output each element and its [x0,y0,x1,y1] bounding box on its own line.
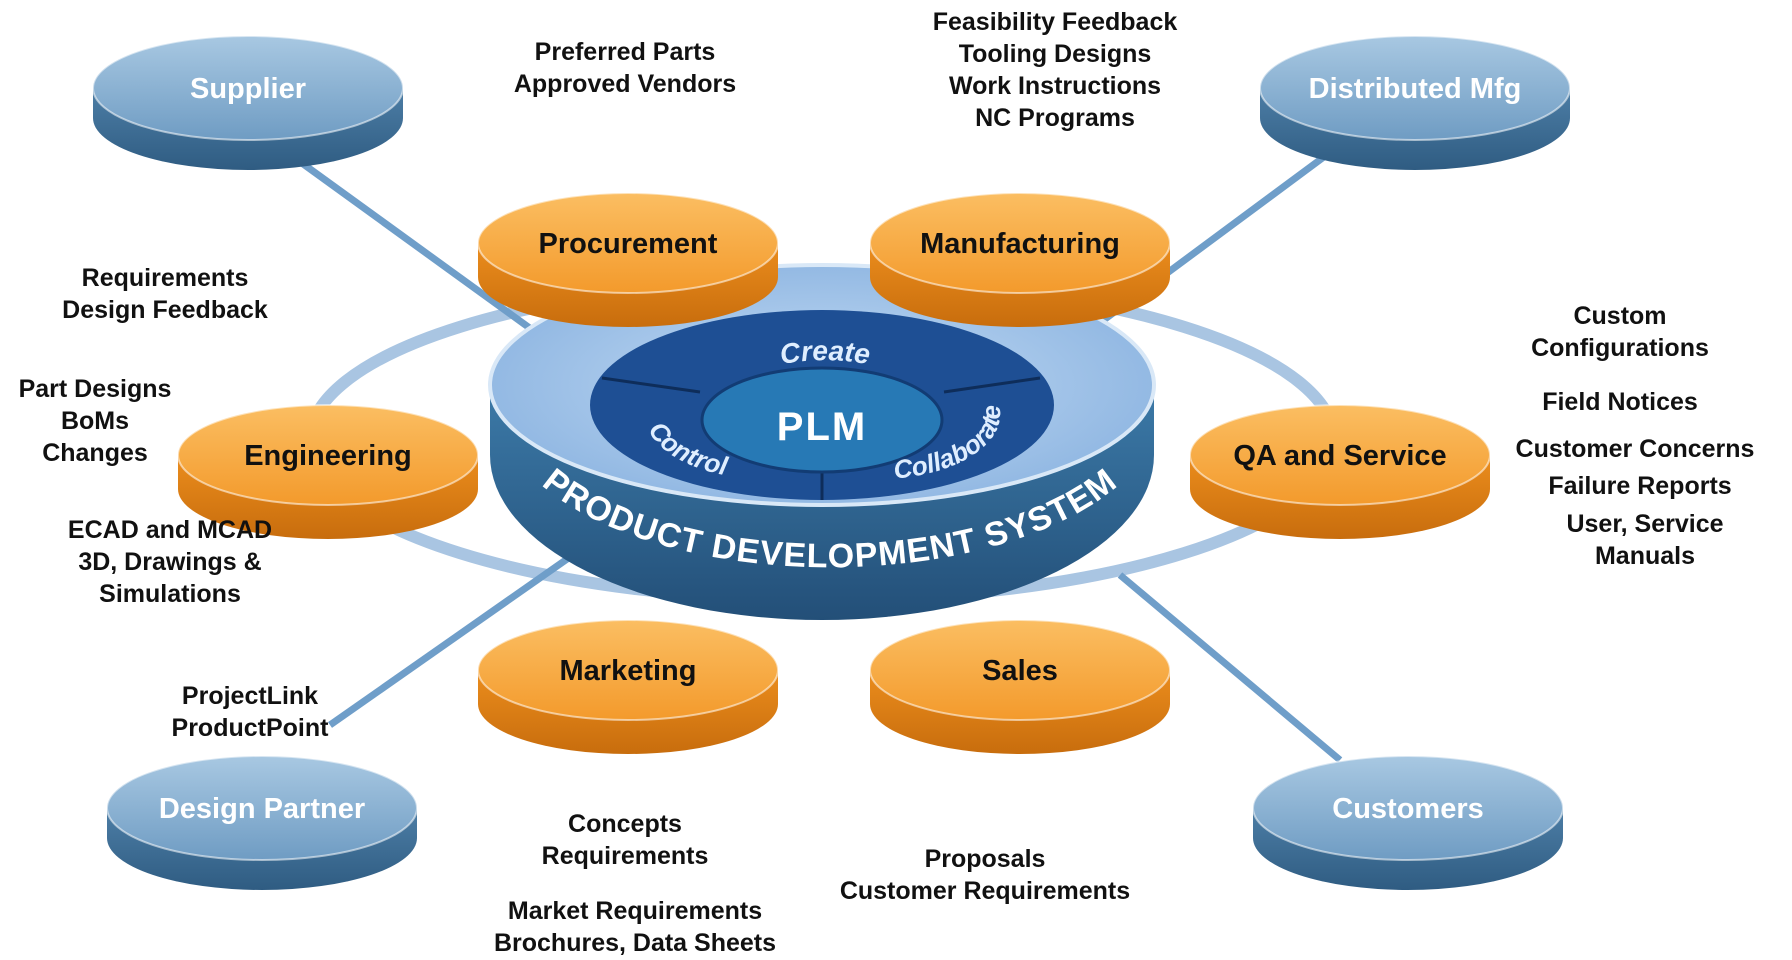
note-line: Customer Requirements [839,877,1131,905]
note-line: Market Requirements [507,897,763,925]
department-node-qa-and-service-label: QA and Service [1233,440,1446,472]
note-line: Approved Vendors [513,70,737,98]
note-line: Configurations [1531,334,1709,362]
connector-customers [1117,572,1343,763]
connector-supplier [267,137,563,353]
partner-node-design-partner: Design Partner [106,755,418,890]
note-line: Work Instructions [948,72,1162,100]
partner-node-supplier-top [92,35,404,141]
department-node-manufacturing-label: Manufacturing [920,228,1120,260]
note-line: ECAD and MCAD [67,516,273,544]
note-line: Field Notices [1542,388,1698,416]
segment-divider-left [601,376,701,394]
note-line: ProductPoint [171,714,329,742]
department-node-marketing-top [477,619,779,721]
department-node-procurement: Procurement [477,192,779,327]
note-qa-concerns: Customer Concerns [1500,433,1770,465]
department-node-qa-and-service: QA and Service [1189,404,1491,539]
segment-divider-right [943,376,1041,394]
partner-node-customers-top [1252,755,1564,861]
partner-node-distributed-mfg: Distributed Mfg [1259,35,1571,170]
partner-node-supplier: Supplier [92,35,404,170]
department-node-engineering-label: Engineering [244,440,412,472]
core-inner-hub [700,366,944,474]
note-line: ProjectLink [181,682,319,710]
note-line: Part Designs [18,375,172,403]
note-line: Preferred Parts [534,38,716,66]
note-qa-field: Field Notices [1515,386,1725,418]
department-node-marketing-label: Marketing [560,655,697,687]
note-line: Simulations [99,580,241,608]
department-node-sales-top [869,619,1171,721]
note-line: Concepts [568,810,682,838]
department-node-marketing: Marketing [477,619,779,754]
note-line: Manuals [1594,542,1696,570]
segment-create-label: Create [778,335,872,370]
partner-node-design-partner-top [106,755,418,861]
department-node-qa-and-service-top [1189,404,1491,506]
note-line: 3D, Drawings & [78,548,262,576]
department-node-manufacturing-top [869,192,1171,294]
note-line: Customer Concerns [1515,435,1755,463]
partner-node-distributed-mfg-label: Distributed Mfg [1309,73,1522,105]
note-qa-failure: Failure Reports [1525,470,1755,502]
note-line: Proposals [924,845,1046,873]
department-node-sales-label: Sales [982,655,1058,687]
note-line: NC Programs [975,104,1135,132]
plm-label: PLM [777,405,867,449]
partner-node-design-partner-label: Design Partner [159,793,365,825]
note-line: Failure Reports [1548,472,1732,500]
partner-node-customers-label: Customers [1332,793,1484,825]
note-line: Tooling Designs [958,40,1152,68]
core-platform: PLM Create Control Collaborate PRODUCT D… [488,263,1156,620]
note-line: Custom [1573,302,1667,330]
department-node-procurement-top [477,192,779,294]
note-line: Brochures, Data Sheets [493,929,777,957]
department-node-engineering-top [177,404,479,506]
note-line: Changes [42,439,148,467]
note-line: Feasibility Feedback [932,8,1178,36]
partner-node-distributed-mfg-top [1259,35,1571,141]
note-line: Requirements [541,842,709,870]
department-node-manufacturing: Manufacturing [869,192,1171,327]
note-line: Requirements [81,264,249,292]
partner-node-customers: Customers [1252,755,1564,890]
note-line: Design Feedback [62,296,268,324]
note-line: User, Service [1566,510,1724,538]
department-node-procurement-label: Procurement [539,228,718,260]
connector-design-partner [327,547,583,728]
note-line: BoMs [60,407,130,435]
partner-node-supplier-label: Supplier [190,73,306,105]
department-node-engineering: Engineering [177,404,479,539]
department-node-sales: Sales [869,619,1171,754]
note-cad: ECAD and MCAD 3D, Drawings & Simulations [50,514,290,610]
